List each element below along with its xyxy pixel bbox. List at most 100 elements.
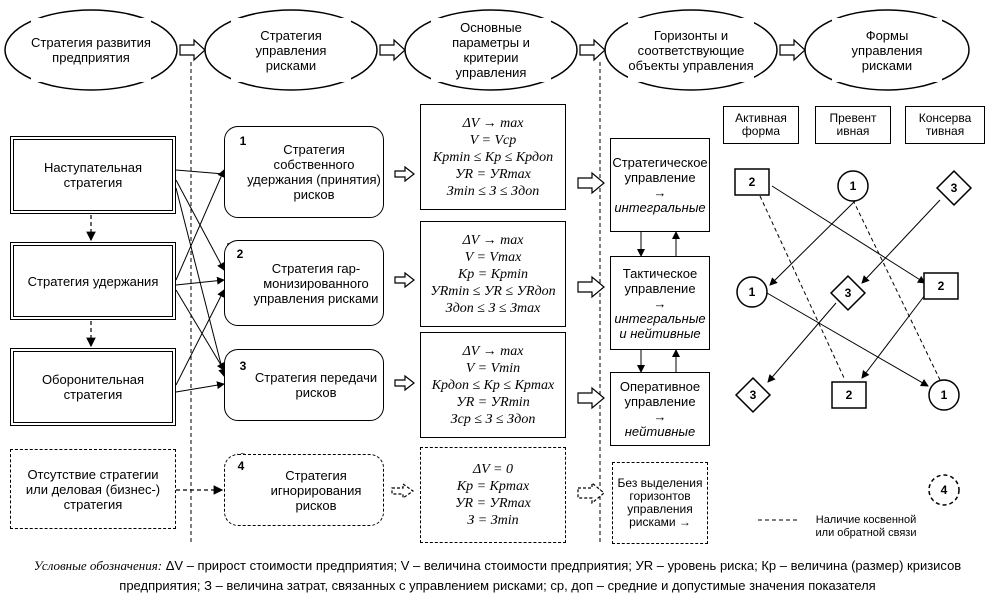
risk-strategy-retain: Стратегия собственного удержания (принят… — [224, 126, 384, 218]
arrow-s1-c1 — [394, 165, 415, 183]
link-d-2 — [175, 289, 225, 386]
header-arrow-2 — [379, 38, 406, 62]
risk-strategy-harmonized: Стратегия гар-монизированного управления… — [224, 240, 384, 326]
criteria-box-2: ΔV → max V = Vmax Кр = Крmin УRmin ≤ УR … — [420, 221, 566, 327]
company-strategy-offense: Наступательная стратегия — [10, 136, 176, 214]
net-diamond-3-mid — [829, 274, 867, 312]
net-sq2-sq2b — [771, 185, 926, 284]
horizon-operational-title: Оперативное управление — [619, 379, 701, 409]
horizon-operational-arrow: → — [653, 409, 667, 424]
criteria-4-line-4: З = Зmin — [467, 513, 519, 528]
net-circle-1-bot — [928, 379, 960, 411]
horizon-tactical-object: интегральные и нейтивные — [614, 310, 706, 341]
criteria-2-line-4: УRmin ≤ УR ≤ УRдоп — [430, 283, 556, 299]
net-diamond-3-top — [935, 169, 973, 207]
criteria-1-line-1: ΔV → max — [462, 115, 524, 131]
horizon-operational-object: нейтивные — [624, 424, 696, 439]
marker-num-2: 2 — [236, 247, 244, 261]
net-num-3-top: 3 — [950, 181, 958, 195]
criteria-2-line-2: V = Vmax — [464, 249, 522, 265]
legend-num-4: 4 — [940, 483, 948, 497]
marker-num-3: 3 — [239, 359, 247, 373]
company-strategy-defense: Оборонительная стратегия — [10, 348, 176, 426]
net-circle-1-left — [736, 276, 768, 308]
horizon-operational: Оперативное управление → нейтивные — [610, 372, 710, 446]
criteria-1-line-2: V = Vср — [469, 132, 517, 148]
caption-body: ΔV – прирост стоимости предприятия; V – … — [119, 558, 962, 593]
header-arrow-3 — [579, 38, 606, 62]
criteria-1-line-3: Крmin ≤ Кр ≤ Крдоп — [432, 149, 554, 165]
legend-caption: Условные обозначения: ΔV – прирост стоим… — [10, 556, 985, 596]
criteria-3-line-3: Крдоп ≤ Кр ≤ Крmax — [431, 377, 555, 393]
form-active: Активная форма — [723, 106, 799, 144]
header-risk-strategy: Стратегия управления рисками — [231, 18, 351, 82]
link-r-1 — [175, 169, 225, 281]
net-c1-c1b — [766, 292, 929, 387]
criteria-box-3: ΔV → max V = Vmin Крдоп ≤ Кр ≤ Крmax УR … — [420, 332, 566, 438]
net-num-2-right: 2 — [937, 279, 945, 293]
net-dash-1 — [759, 195, 846, 381]
form-preventive: Превент ивная — [815, 106, 891, 144]
criteria-2-line-1: ΔV → max — [462, 232, 524, 248]
horizon-strategic-arrow: → — [653, 185, 667, 200]
risk-strategy-transfer: Стратегия передачи рисков — [224, 349, 384, 421]
net-num-3-bot: 3 — [749, 388, 757, 402]
criteria-3-line-4: УR = УRmin — [456, 394, 530, 410]
link-o-1 — [175, 169, 225, 175]
criteria-3-line-2: V = Vmin — [465, 360, 521, 376]
arrow-s2-c2 — [394, 271, 415, 289]
criteria-box-1: ΔV → max V = Vср Крmin ≤ Кр ≤ Крдоп УR =… — [420, 104, 566, 210]
arrow-c4-h4 — [577, 481, 605, 505]
criteria-4-line-3: УR = УRmax — [455, 496, 531, 511]
criteria-4-line-2: Кр = Крmax — [456, 479, 530, 494]
company-strategy-retention: Стратегия удержания — [10, 242, 176, 320]
criteria-1-line-4: УR = УRmax — [455, 166, 531, 182]
header-company-strategy: Стратегия развития предприятия — [31, 18, 151, 82]
net-num-1-top: 1 — [849, 179, 857, 193]
net-square-2-right — [923, 272, 959, 300]
net-num-1-left: 1 — [748, 285, 756, 299]
header-arrow-4 — [779, 38, 806, 62]
net-dash-2 — [852, 199, 941, 381]
link-r-3 — [175, 289, 225, 371]
legend-circle-4 — [928, 474, 960, 506]
net-diamond-3-bot — [734, 376, 772, 414]
net-sq2b-sq2bot — [861, 294, 926, 379]
form-conservative: Консерва тивная — [905, 106, 985, 144]
marker-num-1: 1 — [239, 134, 247, 148]
criteria-3-line-1: ΔV → max — [462, 343, 524, 359]
header-forms: Формы управления рисками — [832, 18, 942, 82]
header-arrow-1 — [179, 38, 206, 62]
net-d3mid-d3 — [767, 302, 837, 383]
link-d-3 — [175, 381, 225, 393]
net-top1-left1 — [769, 199, 857, 286]
net-num-3-mid: 3 — [844, 286, 852, 300]
header-criteria: Основные параметры и критерии управления — [431, 18, 551, 82]
net-num-1-bot: 1 — [940, 388, 948, 402]
marker-num-4: 4 — [237, 459, 245, 473]
arrow-c1-h1 — [577, 171, 605, 195]
horizon-none: Без выделения горизонтов управления риск… — [612, 462, 708, 544]
net-num-2-top: 2 — [748, 175, 756, 189]
horizon-strategic: Стратегическое управление → интегральные — [610, 138, 710, 232]
link-r-2 — [175, 276, 225, 286]
criteria-2-line-3: Кр = Крmin — [457, 266, 529, 282]
net-d3-d3mid — [861, 199, 941, 284]
arrow-c3-h3 — [577, 386, 605, 410]
arrow-c2-h2 — [577, 275, 605, 299]
horizon-tactical-title: Тактическое управление — [622, 265, 698, 296]
criteria-3-line-5: Зср ≤ З ≤ Здоп — [450, 411, 536, 427]
company-strategy-none: Отсутствие стратегии или деловая (бизнес… — [10, 449, 176, 529]
arrow-s3-c3 — [394, 374, 415, 392]
criteria-1-line-5: Зmin ≤ З ≤ Здоп — [446, 183, 540, 199]
net-square-2-bot — [831, 381, 867, 409]
net-circle-1-top — [837, 170, 869, 202]
horizon-tactical: Тактическое управление → интегральные и … — [610, 256, 710, 350]
criteria-4-line-1: ΔV = 0 — [473, 462, 513, 477]
criteria-2-line-5: Здоп ≤ З ≤ Зmax — [445, 300, 541, 316]
horizon-tactical-arrow: → — [653, 295, 667, 311]
net-num-2-bot: 2 — [845, 388, 853, 402]
legend-text: Наличие косвенной или обратной связи — [815, 514, 917, 539]
horizon-strategic-object: интегральные — [614, 200, 706, 215]
